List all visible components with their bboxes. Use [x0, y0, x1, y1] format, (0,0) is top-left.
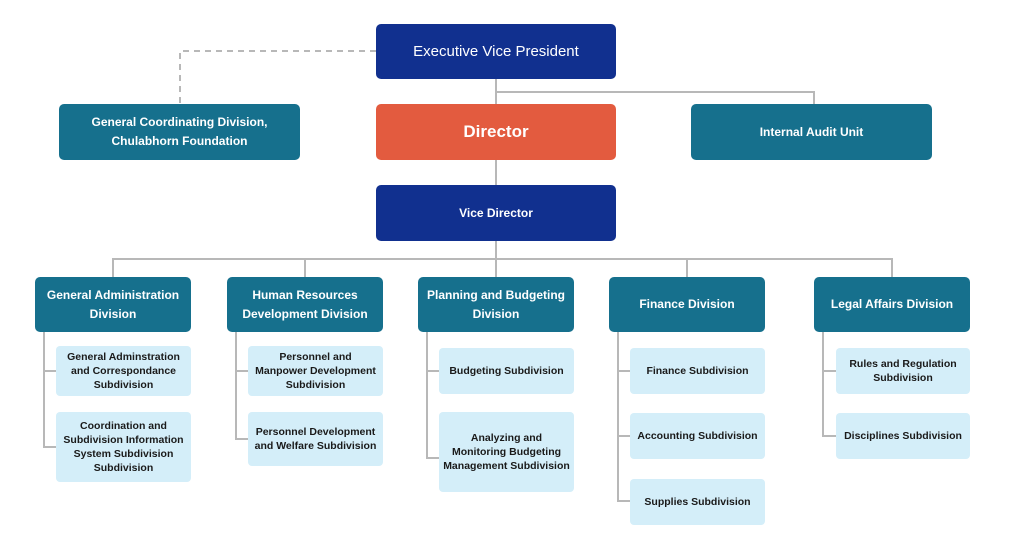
gad-spine	[43, 332, 56, 448]
subdivision-analyzing-monitoring: Analyzing and Monitoring Budgeting Manag…	[439, 412, 574, 492]
subdivision-supplies: Supplies Subdivision	[630, 479, 765, 525]
subdivision-accounting: Accounting Subdivision	[630, 413, 765, 459]
internal-audit-box: Internal Audit Unit	[691, 104, 932, 160]
subdivision-general-admin-correspondance: General Adminstration and Correspondance…	[56, 346, 191, 396]
fin-spine	[617, 332, 630, 502]
subdivision-personnel-welfare: Personnel Development and Welfare Subdiv…	[248, 412, 383, 466]
division-legal-affairs: Legal Affairs Division	[814, 277, 970, 332]
division-human-resources: Human Resources Development Division	[227, 277, 383, 332]
general-coordinating-box: General Coordinating Division, Chulabhor…	[59, 104, 300, 160]
division-planning-budgeting: Planning and Budgeting Division	[418, 277, 574, 332]
legal-spine	[822, 332, 836, 437]
exec-to-audit-connector	[495, 79, 815, 104]
executive-vp-box: Executive Vice President	[376, 24, 616, 79]
subdivision-disciplines: Disciplines Subdivision	[836, 413, 970, 459]
subdivision-budgeting: Budgeting Subdivision	[439, 348, 574, 394]
division-bus	[112, 258, 893, 277]
division-finance: Finance Division	[609, 277, 765, 332]
subdivision-coordination-information: Coordination and Subdivision Information…	[56, 412, 191, 482]
subdivision-personnel-manpower: Personnel and Manpower Development Subdi…	[248, 346, 383, 396]
vice-director-box: Vice Director	[376, 185, 616, 241]
dashed-connector	[179, 50, 376, 103]
subdivision-rules-regulation: Rules and Regulation Subdivision	[836, 348, 970, 394]
pbd-spine	[426, 332, 439, 459]
hrd-spine	[235, 332, 248, 440]
division-general-administration: General Administration Division	[35, 277, 191, 332]
subdivision-finance: Finance Subdivision	[630, 348, 765, 394]
director-box: Director	[376, 104, 616, 160]
